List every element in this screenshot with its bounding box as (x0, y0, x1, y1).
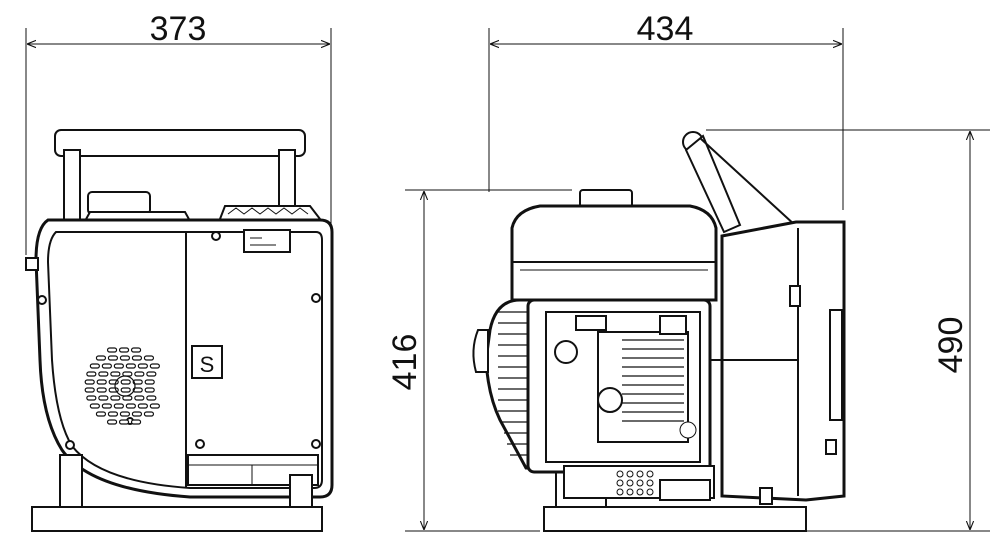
vent-slot (84, 387, 95, 393)
side-view (472, 131, 846, 532)
vent-slot (106, 347, 118, 353)
vent-slot (106, 419, 118, 425)
bolt-head (626, 470, 634, 478)
vent-slot (107, 355, 119, 361)
dimension-490: 490 (706, 129, 990, 532)
vent-slot (125, 403, 136, 409)
vent-slot (86, 371, 97, 377)
dimension-373: 373 (25, 10, 332, 255)
vent-slot (130, 347, 142, 353)
dimension-434: 434 (488, 10, 844, 210)
vent-slot (143, 355, 155, 361)
vent-slot (144, 387, 155, 393)
dimension-434-label: 434 (637, 10, 694, 48)
side-base-plate (543, 506, 807, 532)
bolt-head (646, 488, 654, 496)
front-base-plate (31, 506, 323, 532)
dimension-373-label: 373 (150, 10, 207, 48)
vent-slot (120, 379, 131, 385)
vent-slot (113, 363, 124, 369)
front-view: S (25, 129, 334, 532)
vent-slot (86, 395, 97, 401)
vent-slot (95, 355, 107, 361)
bolt-head (616, 479, 624, 487)
vent-slot (134, 395, 145, 401)
side-engine-body (526, 298, 712, 474)
vent-slot (143, 411, 155, 417)
vent-slot (122, 395, 133, 401)
vent-slot (96, 379, 107, 385)
vent-slot (146, 371, 157, 377)
front-body (34, 218, 334, 499)
side-lifting-eye (682, 131, 797, 234)
vent-slot (110, 395, 121, 401)
vent-slot (137, 363, 148, 369)
vent-slot (120, 387, 131, 393)
bolt-head (636, 479, 644, 487)
vent-slot (132, 379, 143, 385)
vent-slot (149, 363, 160, 369)
vent-slot (144, 379, 155, 385)
vent-slot (137, 403, 148, 409)
vent-slot (119, 355, 131, 361)
vent-center-icon (114, 375, 136, 397)
vent-slot (119, 411, 131, 417)
vent-slot (98, 395, 109, 401)
vent-slot (125, 363, 136, 369)
vent-slot (131, 411, 143, 417)
side-pump-housing (706, 220, 846, 502)
vent-slot (149, 403, 160, 409)
bolt-head (616, 488, 624, 496)
vent-slot (122, 371, 133, 377)
front-handle-bar (54, 129, 306, 157)
front-screws (37, 231, 321, 450)
side-fuel-tank (510, 189, 718, 302)
bolt-head (636, 488, 644, 496)
vent-slot (101, 363, 112, 369)
vent-slot (118, 347, 130, 353)
vent-slot (98, 371, 109, 377)
bolt-head (616, 470, 624, 478)
front-vent-grille (84, 347, 160, 425)
vent-slot (107, 411, 119, 417)
vent-slot (95, 411, 107, 417)
vent-slot (84, 379, 95, 385)
bolt-head (626, 488, 634, 496)
vent-slot (118, 419, 130, 425)
vent-slot (113, 403, 124, 409)
front-nameplate (243, 229, 291, 253)
bolt-head (626, 479, 634, 487)
dimension-416: 416 (386, 189, 572, 532)
bolt-head (646, 479, 654, 487)
vent-slot (101, 403, 112, 409)
vent-slot (146, 395, 157, 401)
bolt-head (636, 470, 644, 478)
vent-slot (131, 355, 143, 361)
vent-slot (89, 403, 100, 409)
dimension-490-label: 490 (932, 317, 970, 374)
vent-slot (130, 419, 142, 425)
front-s-badge: S (191, 345, 223, 379)
vent-slot (89, 363, 100, 369)
vent-slot (96, 387, 107, 393)
s-badge-label: S (200, 352, 215, 377)
vent-slot (132, 387, 143, 393)
dimension-416-label: 416 (386, 334, 424, 391)
vent-slot (110, 371, 121, 377)
side-oil-cap (554, 340, 578, 364)
bolt-head (646, 470, 654, 478)
vent-slot (134, 371, 145, 377)
